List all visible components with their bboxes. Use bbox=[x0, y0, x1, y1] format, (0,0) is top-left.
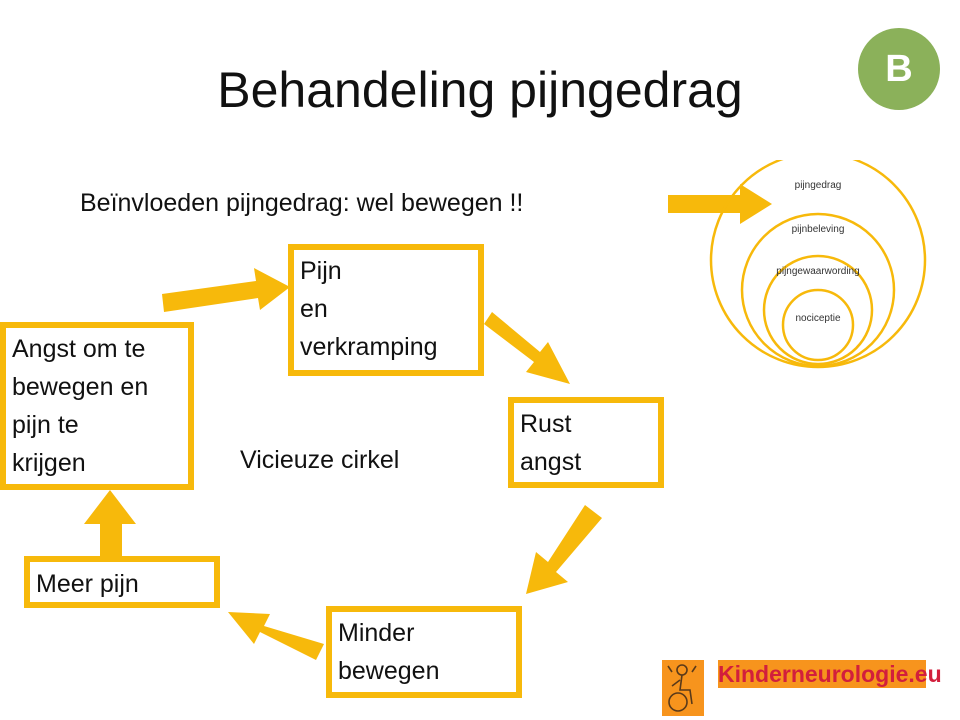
box-meer-pijn: Meer pijn bbox=[24, 556, 220, 608]
arrow-meer-to-angst bbox=[84, 490, 136, 556]
box-line: pijn te bbox=[12, 411, 79, 439]
label-pijngewaarwording: pijngewaarwording bbox=[776, 266, 859, 277]
label-pijngedrag: pijngedrag bbox=[795, 180, 842, 191]
box-line: bewegen bbox=[338, 657, 440, 685]
center-label: Vicieuze cirkel bbox=[240, 446, 400, 474]
arrow-angst-to-pijn bbox=[162, 268, 290, 312]
slide-subtitle: Beïnvloeden pijngedrag: wel bewegen !! bbox=[80, 189, 524, 217]
circle-pijnbeleving bbox=[740, 212, 896, 368]
logo-text: Kinderneurologie.eu bbox=[718, 660, 942, 688]
label-nociceptie: nociceptie bbox=[795, 313, 840, 324]
circle-pijngedrag bbox=[709, 160, 927, 369]
box-line: en bbox=[300, 295, 328, 323]
circle-nociceptie bbox=[781, 288, 855, 362]
arrow-to-circles bbox=[668, 184, 772, 224]
section-badge: B bbox=[858, 28, 940, 110]
nested-circles-diagram: pijngedrag pijnbeleving pijngewaarwordin… bbox=[709, 160, 927, 369]
slide-title: Behandeling pijngedrag bbox=[217, 62, 743, 118]
box-line: Rust bbox=[520, 410, 572, 438]
box-line: Angst om te bbox=[12, 335, 146, 363]
circle-pijngewaarwording bbox=[762, 254, 874, 366]
box-line: Minder bbox=[338, 619, 415, 647]
arrow-pijn-to-rust bbox=[484, 312, 570, 384]
box-line: verkramping bbox=[300, 333, 438, 361]
label-pijnbeleving: pijnbeleving bbox=[792, 224, 845, 235]
logo-wheelchair-icon bbox=[662, 660, 704, 716]
box-line: Meer pijn bbox=[36, 570, 139, 598]
arrow-minder-to-meer bbox=[228, 612, 324, 660]
box-pijn-en-verkramping: Pijn en verkramping bbox=[288, 244, 484, 376]
box-rust-angst: Rust angst bbox=[508, 397, 664, 488]
box-line: bewegen en bbox=[12, 373, 149, 401]
box-line: krijgen bbox=[12, 449, 86, 477]
box-angst-om-te-bewegen: Angst om te bewegen en pijn te krijgen bbox=[0, 322, 194, 490]
arrow-rust-to-minder bbox=[526, 505, 602, 594]
box-minder-bewegen: Minder bewegen bbox=[326, 606, 522, 698]
box-line: angst bbox=[520, 448, 582, 476]
box-line: Pijn bbox=[300, 257, 342, 285]
